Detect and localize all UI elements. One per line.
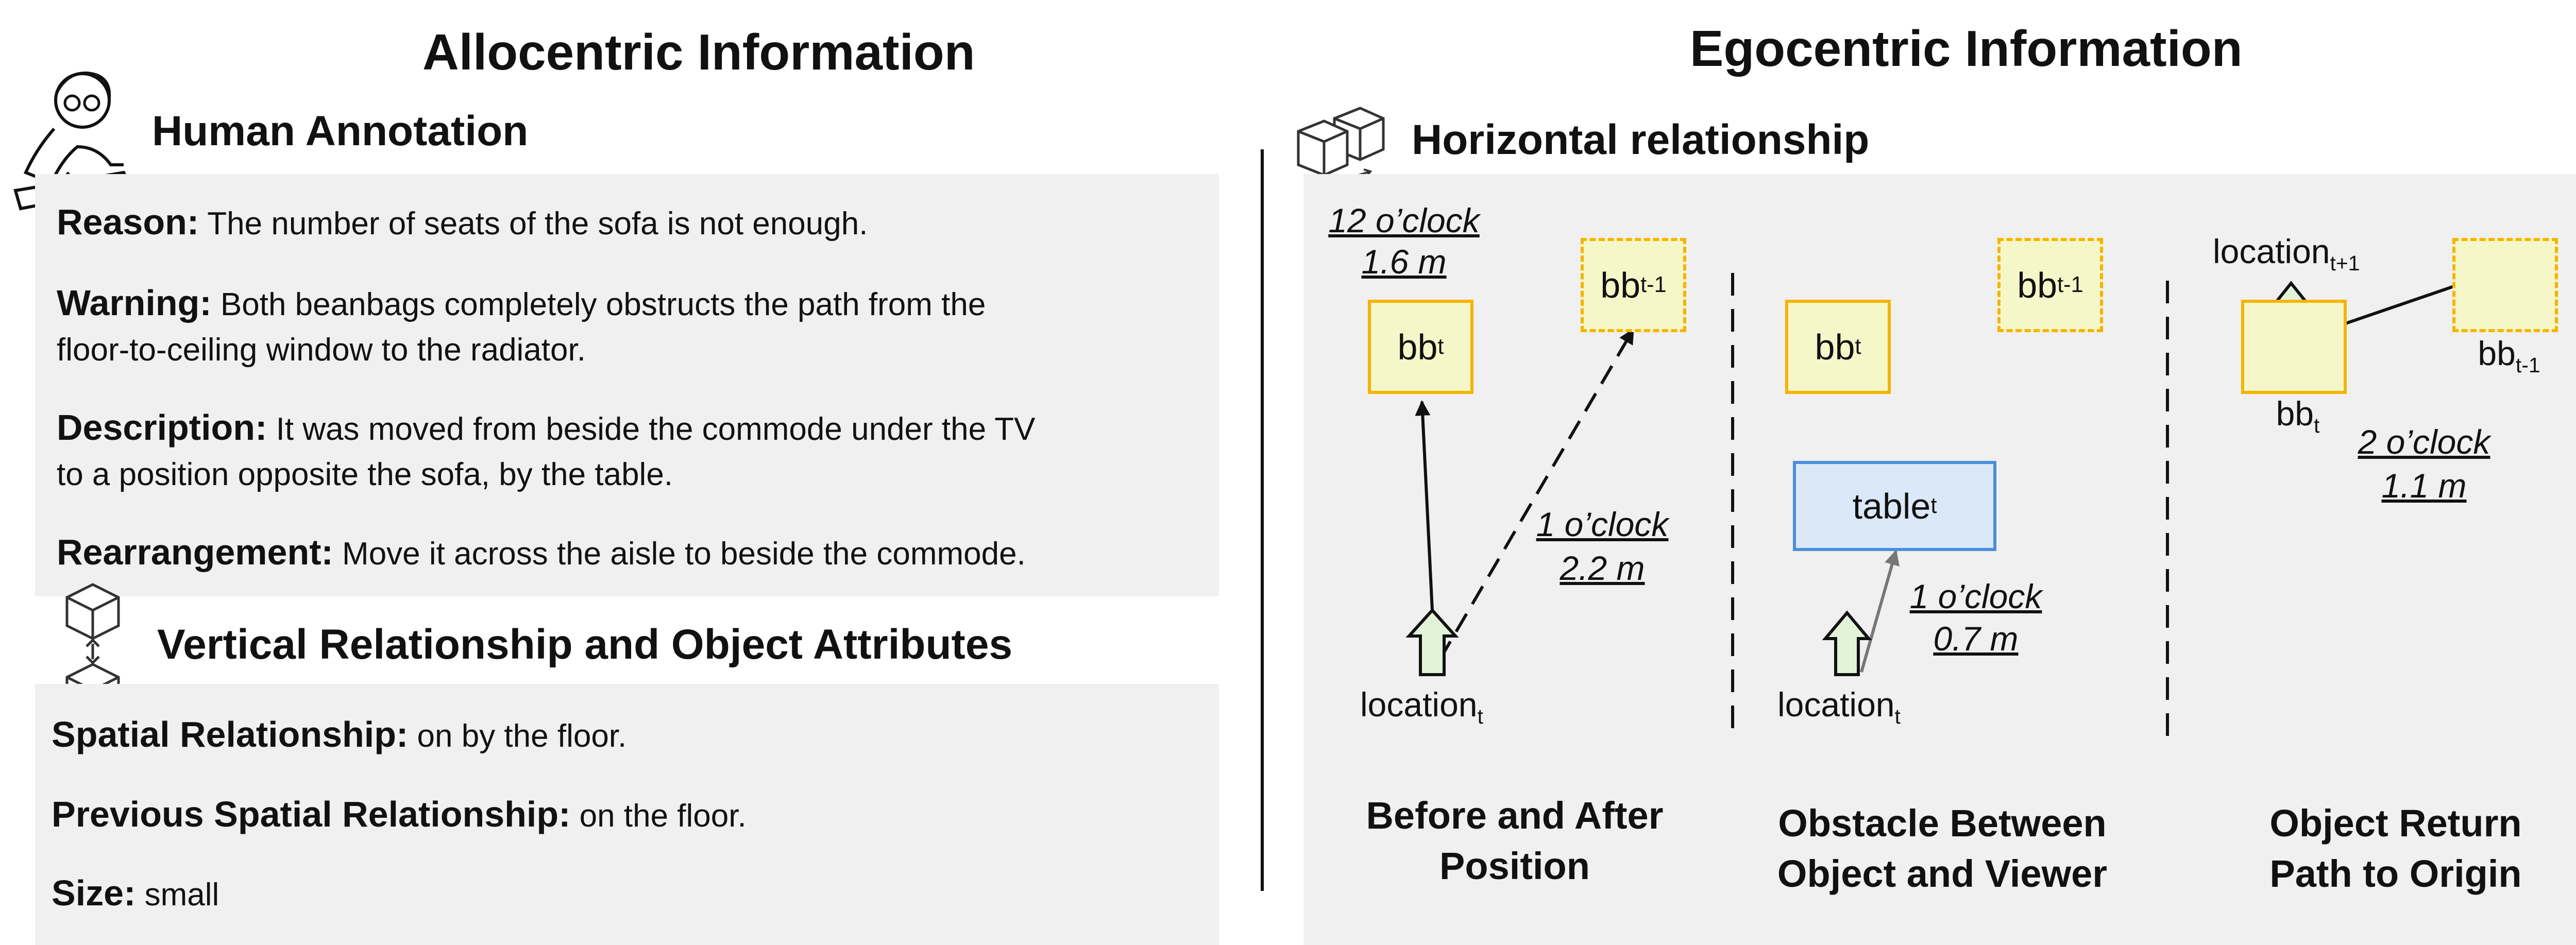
p3-location: locationt+1 <box>2213 232 2360 276</box>
p1-dist-top: 1.6 m <box>1361 243 1447 281</box>
human-annotation-heading: Human Annotation <box>152 108 529 154</box>
p3-bb-previous <box>2452 238 2558 332</box>
vertical-panel <box>35 684 1219 945</box>
horizontal-cubes-icon <box>1297 107 1385 187</box>
p1-dist: 2.2 m <box>1560 549 1645 587</box>
previous-spatial-relationship-row: Previous Spatial Relationship: on the fl… <box>52 794 747 834</box>
human-annotation-panel <box>35 174 1219 596</box>
horizontal-panel <box>1303 174 2576 945</box>
description-row-cont: to a position opposite the sofa, by the … <box>57 457 673 492</box>
vertical-divider <box>1261 149 1264 891</box>
warning-row: Warning: Both beanbags completely obstru… <box>57 283 986 323</box>
warning-row-cont: floor-to-ceiling window to the radiator. <box>57 332 586 368</box>
allocentric-title: Allocentric Information <box>422 24 975 80</box>
spatial-relationship-row: Spatial Relationship: on by the floor. <box>52 714 627 754</box>
p2-dist: 0.7 m <box>1933 620 2019 658</box>
rearrangement-row: Rearrangement: Move it across the aisle … <box>57 532 1026 572</box>
p2-location: locationt <box>1777 685 1901 729</box>
size-row: Size: small <box>52 873 219 913</box>
p3-bb-previous-label: bbt-1 <box>2478 334 2540 377</box>
p3-clock: 2 o’clock <box>2358 423 2490 461</box>
p2-clock: 1 o’clock <box>1909 577 2042 615</box>
p3-bb-current <box>2241 300 2347 394</box>
description-row: Description: It was moved from beside th… <box>57 407 1036 448</box>
p1-clock-top: 12 o’clock <box>1328 201 1480 239</box>
p1-clock: 1 o’clock <box>1536 505 1669 543</box>
vertical-relationship-heading: Vertical Relationship and Object Attribu… <box>157 621 1013 668</box>
egocentric-title: Egocentric Information <box>1690 20 2243 77</box>
p3-dist: 1.1 m <box>2381 467 2467 505</box>
p1-location: locationt <box>1360 685 1483 729</box>
horizontal-relationship-heading: Horizontal relationship <box>1412 116 1870 163</box>
p3-bb-current-label: bbt <box>2276 394 2320 438</box>
reason-row: Reason: The number of seats of the sofa … <box>57 202 868 242</box>
